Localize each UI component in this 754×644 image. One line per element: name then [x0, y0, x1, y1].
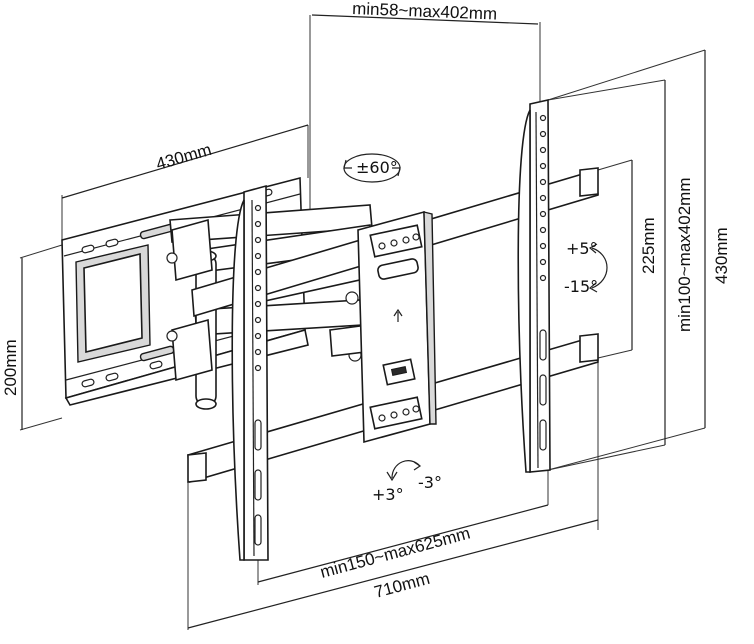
rotate-arrow-icon	[386, 460, 422, 482]
arm-extension-label: min58~max402mm	[352, 0, 498, 24]
rotate-positive-label: +3°	[372, 485, 404, 504]
vertical-brackets	[231, 99, 551, 561]
mount-vertical-span-label: min100~max402mm	[675, 178, 694, 333]
rail-spacing-label: 225mm	[639, 217, 658, 274]
dimension-lines	[19, 14, 706, 630]
tilt-arrow-icon	[588, 243, 608, 293]
swivel-label: ±60°	[356, 158, 398, 177]
tilt-up-label: +5°	[566, 239, 598, 258]
mount-height-label: 430mm	[712, 227, 731, 284]
overall-width-label: 710mm	[372, 569, 432, 602]
swivel-arrow-icon	[343, 153, 401, 183]
plate-width-label: 430mm	[154, 140, 214, 174]
plate-height-label: 200mm	[1, 339, 20, 396]
center-carriage	[357, 210, 437, 444]
rotate-negative-label: -3°	[418, 473, 442, 492]
tilt-down-label: -15°	[564, 277, 598, 296]
